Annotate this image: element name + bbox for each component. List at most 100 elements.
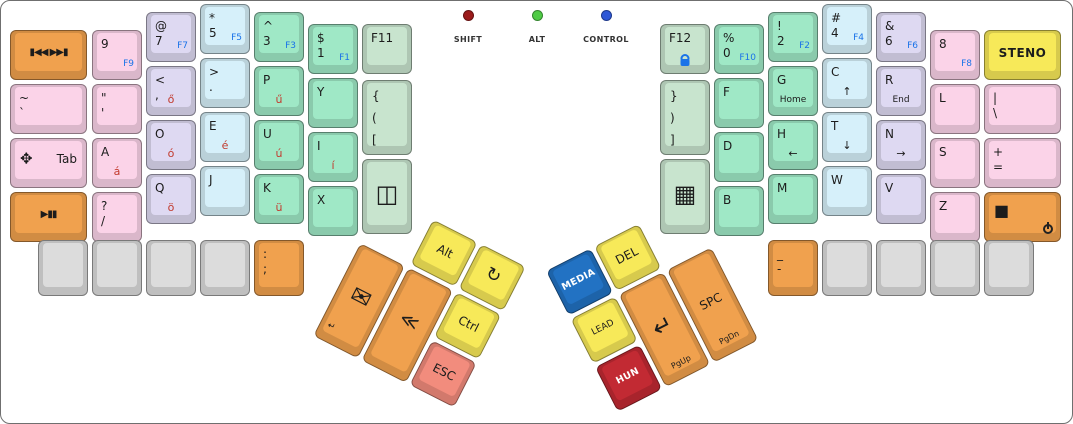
key-underscore-label: - (777, 262, 782, 276)
key-n[interactable]: N→ (876, 120, 926, 170)
key-media-prev-next[interactable]: ▮◀◀ ▶▶▮ (10, 30, 87, 80)
key-h[interactable]: H← (768, 120, 818, 170)
key-blank-r4[interactable] (984, 240, 1034, 296)
key-c-label: C (831, 65, 840, 79)
key-underscore[interactable]: _- (768, 240, 818, 296)
key-y[interactable]: Y (308, 78, 358, 128)
key-play-pause[interactable]: ▶▮▮ (10, 192, 87, 242)
key-star-5-label: 5 (209, 26, 217, 40)
key-tab[interactable]: ✥Tab (10, 138, 87, 188)
key-m[interactable]: M (768, 174, 818, 224)
key-tilde[interactable]: ~` (10, 84, 87, 134)
key-question[interactable]: ?/ (92, 192, 142, 242)
key-spc-label: SPC (697, 289, 725, 313)
key-w[interactable]: W (822, 166, 872, 216)
key-amp-6-label: 6 (885, 34, 893, 48)
key-blank-l3[interactable] (146, 240, 196, 296)
key-s[interactable]: S (930, 138, 980, 188)
key-caret-3-label: F3 (285, 41, 296, 51)
key-grid[interactable]: ▦ (660, 159, 710, 234)
key-period[interactable]: >. (200, 58, 250, 108)
key-x-label: X (317, 193, 326, 207)
key-r-label: R (885, 73, 894, 87)
key-email-label: ✉ (345, 280, 377, 315)
key-f[interactable]: F (714, 78, 764, 128)
key-stop-power[interactable]: ■ (984, 192, 1061, 242)
key-comma[interactable]: <,ő (146, 66, 196, 116)
key-window-split[interactable]: ◫ (362, 159, 412, 234)
key-blank-r3[interactable] (930, 240, 980, 296)
key-9-label: F9 (123, 59, 134, 69)
key-exclaim-2-label: 2 (777, 34, 785, 48)
key-j-label: J (209, 173, 213, 187)
key-quote[interactable]: "' (92, 84, 142, 134)
key-semicolon[interactable]: :; (254, 240, 304, 296)
key-v[interactable]: V (876, 174, 926, 224)
key-d[interactable]: D (714, 132, 764, 182)
key-blank-r1[interactable] (822, 240, 872, 296)
key-blank-l1[interactable] (38, 240, 88, 296)
key-steno[interactable]: STENO (984, 30, 1061, 80)
key-b[interactable]: B (714, 186, 764, 236)
key-enter-label: ↵ (647, 308, 678, 343)
alt-led-icon (531, 10, 543, 21)
key-media-prev-next-label: ▮◀◀ ▶▶▮ (29, 47, 69, 59)
key-blank-r2[interactable] (876, 240, 926, 296)
key-j[interactable]: J (200, 166, 250, 216)
key-ctrl-label: Ctrl (455, 312, 482, 336)
key-p-label: P (263, 73, 271, 87)
key-pipe[interactable]: |\ (984, 84, 1061, 134)
key-brackets-open-label: ( (372, 111, 377, 125)
key-e-label: E (209, 119, 217, 133)
key-period-label: . (209, 80, 213, 94)
key-f12[interactable]: F12 (660, 24, 710, 74)
key-a-label: A (101, 145, 110, 159)
key-f-label: F (723, 85, 730, 99)
key-blank-l2[interactable] (92, 240, 142, 296)
power-icon (1043, 224, 1053, 234)
key-8-label: F8 (961, 59, 972, 69)
key-l[interactable]: L (930, 84, 980, 134)
key-comma-label: , (155, 88, 159, 102)
key-plus[interactable]: += (984, 138, 1061, 188)
key-brackets-open[interactable]: {([ (362, 80, 412, 155)
shift-led-icon (462, 10, 474, 21)
key-z-label: Z (939, 199, 948, 213)
key-caret-3-label: ^ (263, 19, 274, 33)
key-w-label: W (831, 173, 843, 187)
key-t[interactable]: T↓ (822, 112, 872, 162)
key-f11[interactable]: F11 (362, 24, 412, 74)
key-lead-label: LEAD (590, 318, 616, 338)
key-exclaim-2-label: ! (777, 19, 782, 33)
key-x[interactable]: X (308, 186, 358, 236)
key-blank-l4[interactable] (200, 240, 250, 296)
lock-icon (680, 54, 690, 66)
key-z[interactable]: Z (930, 192, 980, 242)
key-hash-4-label: # (831, 11, 842, 25)
key-brackets-close[interactable]: })] (660, 80, 710, 155)
key-hash-4-label: F4 (853, 33, 864, 43)
key-brackets-close-label: } (670, 89, 678, 103)
key-pipe-label: | (993, 91, 998, 105)
key-c[interactable]: C↑ (822, 58, 872, 108)
